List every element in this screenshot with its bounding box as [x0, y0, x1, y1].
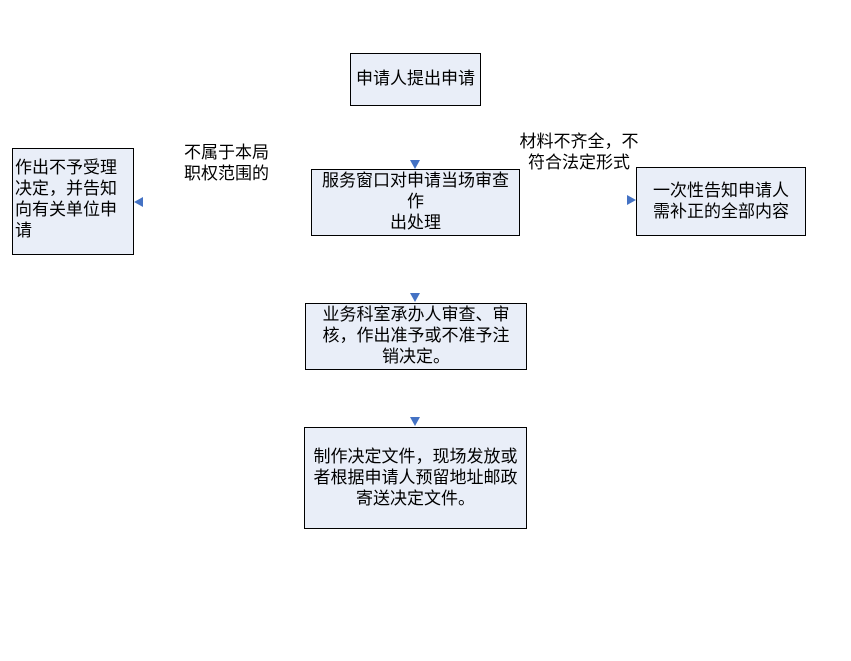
arrow-down-icon	[410, 293, 420, 302]
arrow-down-icon	[410, 417, 420, 426]
node-window-review: 服务窗口对申请当场审查作 出处理	[311, 169, 520, 236]
node-reject: 作出不予受理 决定，并告知 向有关单位申 请	[12, 148, 134, 255]
edge-label-not-jurisdiction: 不属于本局 职权范围的	[184, 143, 269, 184]
arrow-right-icon	[627, 195, 636, 205]
edge-label-incomplete: 材料不齐全，不 符合法定形式	[519, 132, 639, 173]
node-deliver-decision: 制作决定文件，现场发放或 者根据申请人预留地址邮政 寄送决定文件。	[304, 427, 527, 529]
node-department-review: 业务科室承办人审查、审 核，作出准予或不准予注 销决定。	[305, 303, 527, 370]
arrow-down-icon	[410, 160, 420, 169]
arrow-left-icon	[134, 197, 143, 207]
node-supplement: 一次性告知申请人 需补正的全部内容	[636, 167, 806, 236]
node-apply: 申请人提出申请	[350, 53, 481, 106]
